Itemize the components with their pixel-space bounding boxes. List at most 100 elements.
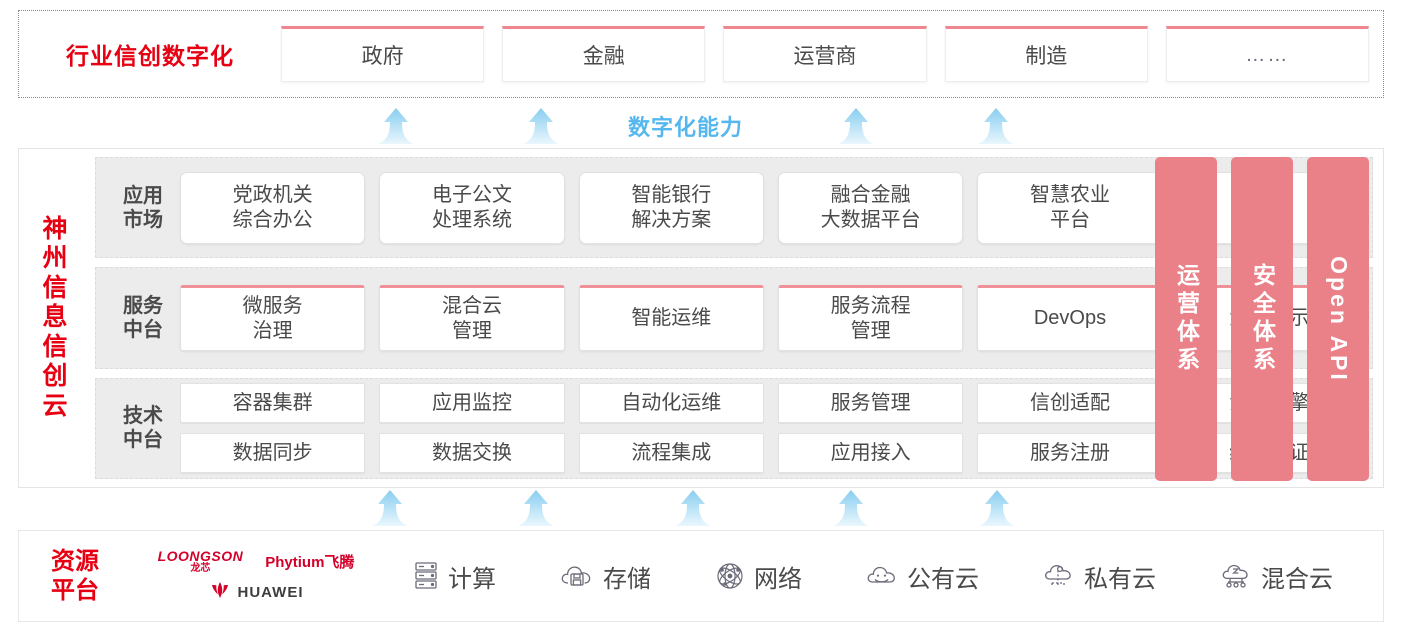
public-cloud-icon	[866, 562, 898, 590]
row-label-line1: 技术	[123, 405, 163, 428]
loongson-logo-text-en: LOONGSON	[157, 548, 244, 564]
cell-label: 微服务 治理	[242, 294, 303, 342]
cell-tech-service-registry[interactable]: 服务注册	[977, 433, 1163, 474]
cell-label: 党政机关 综合办公	[232, 183, 313, 231]
resource-item-label: 存储	[603, 565, 651, 593]
cell-app-edoc-system[interactable]: 电子公文 处理系统	[379, 171, 565, 244]
cell-svc-smart-ops[interactable]: 智能运维	[578, 284, 764, 351]
industry-box-operator[interactable]: 运营商	[723, 26, 927, 82]
resource-item-private-cloud[interactable]: 私有云	[1043, 559, 1156, 594]
pillar-label: 运营体系	[1173, 263, 1200, 375]
row-label-line2: 中台	[123, 318, 163, 341]
industry-box-government[interactable]: 政府	[281, 26, 485, 82]
cell-svc-hybrid-cloud-mgmt[interactable]: 混合云 管理	[379, 284, 565, 351]
resource-item-hybrid-cloud[interactable]: 混合云	[1220, 559, 1333, 594]
cell-svc-service-process-mgmt[interactable]: 服务流程 管理	[777, 284, 964, 351]
up-arrow-icon	[376, 106, 416, 146]
up-arrow-icon	[673, 488, 713, 528]
cell-label: 服务流程 管理	[830, 294, 911, 342]
resource-item-network[interactable]: 网络	[715, 559, 802, 594]
huawei-logo: HUAWEI	[209, 581, 304, 603]
cloud-platform-title: 神州信息信创云	[19, 149, 91, 487]
cell-svc-devops[interactable]: DevOps	[977, 284, 1163, 351]
cloud-title-char-6: 创	[42, 362, 68, 391]
cell-svc-microservice-governance[interactable]: 微服务 治理	[180, 284, 366, 351]
resource-item-storage[interactable]: 存储	[560, 559, 651, 594]
pillar-list: 运营体系 安全体系 Open API	[1155, 157, 1369, 481]
cell-tech-app-monitoring[interactable]: 应用监控	[379, 383, 565, 424]
loongson-logo: LOONGSON 龙芯	[158, 549, 244, 574]
cell-app-smart-bank[interactable]: 智能银行 解决方案	[578, 171, 764, 244]
up-arrow-icon	[976, 106, 1016, 146]
cell-label: 智慧农业 平台	[1029, 183, 1110, 231]
resource-item-public-cloud[interactable]: 公有云	[866, 559, 979, 594]
row-label-line2: 中台	[123, 429, 163, 452]
resource-item-list: 计算 存储	[381, 559, 1383, 594]
resource-item-compute[interactable]: 计算	[413, 559, 496, 594]
industry-band: 行业信创数字化 政府 金融 运营商 制造 ……	[18, 10, 1384, 98]
cloud-storage-icon	[560, 562, 594, 590]
row-label-app-market: 应用 市场	[106, 184, 180, 232]
resource-item-label: 公有云	[907, 565, 979, 593]
up-arrow-icon	[521, 106, 561, 146]
vendor-logo-list: LOONGSON 龙芯 Phytium飞腾	[131, 549, 381, 603]
cell-tech-process-integration[interactable]: 流程集成	[578, 433, 764, 474]
cell-tech-app-access[interactable]: 应用接入	[777, 433, 964, 474]
cloud-title-char-1: 神	[42, 214, 68, 243]
cell-tech-automated-ops[interactable]: 自动化运维	[578, 383, 764, 424]
cell-tech-service-mgmt[interactable]: 服务管理	[777, 383, 964, 424]
up-arrow-icon	[977, 488, 1017, 528]
up-arrow-icon	[831, 488, 871, 528]
resource-platform-band: 资源 平台 LOONGSON 龙芯 Phytium飞腾	[18, 530, 1384, 622]
vendor-logo-line-2: HUAWEI	[209, 581, 304, 603]
industry-band-title: 行业信创数字化	[66, 43, 234, 69]
cell-tech-container-cluster[interactable]: 容器集群	[180, 383, 366, 424]
row-label-line2: 市场	[123, 208, 163, 231]
capability-label: 数字化能力	[628, 115, 744, 140]
pillar-operations-system[interactable]: 运营体系	[1155, 157, 1217, 481]
cell-label: DevOps	[1033, 307, 1107, 330]
cloud-title-char-5: 信	[42, 332, 68, 361]
pillar-open-api[interactable]: Open API	[1307, 157, 1369, 481]
resource-platform-title: 资源 平台	[19, 547, 131, 606]
row-label-line1: 服务	[123, 294, 163, 317]
cloud-title-char-4: 息	[42, 303, 68, 332]
loongson-logo-text-cn: 龙芯	[190, 563, 211, 574]
huawei-flower-icon	[209, 581, 231, 603]
cell-tech-xinchuang-adaptation[interactable]: 信创适配	[977, 383, 1163, 424]
capability-arrow-strip: 数字化能力	[0, 104, 1402, 146]
resource-item-label: 私有云	[1084, 565, 1156, 593]
up-arrow-icon	[370, 488, 410, 528]
row-label-tech-platform: 技术 中台	[106, 404, 180, 452]
pillar-label: Open API	[1325, 255, 1352, 383]
network-icon	[715, 561, 745, 591]
industry-box-list: 政府 金融 运营商 制造 ……	[281, 26, 1383, 82]
cell-label: 智能运维	[631, 307, 712, 330]
cell-app-gov-office[interactable]: 党政机关 综合办公	[180, 171, 366, 244]
cell-tech-data-sync[interactable]: 数据同步	[180, 433, 366, 474]
cell-app-smart-agriculture[interactable]: 智慧农业 平台	[977, 171, 1163, 244]
row-label-line1: 应用	[123, 184, 163, 207]
cloud-title-char-2: 州	[42, 244, 68, 273]
resource-item-label: 计算	[448, 565, 496, 593]
up-arrow-icon	[836, 106, 876, 146]
hybrid-cloud-icon	[1220, 561, 1252, 591]
row-label-service-platform: 服务 中台	[106, 294, 180, 342]
industry-box-finance[interactable]: 金融	[502, 26, 706, 82]
resource-title-line1: 资源	[51, 547, 99, 575]
private-cloud-icon	[1043, 561, 1075, 591]
resource-arrow-strip	[0, 488, 1402, 528]
cell-app-finance-bigdata[interactable]: 融合金融 大数据平台	[777, 171, 964, 244]
cloud-title-char-7: 云	[42, 391, 68, 420]
resource-item-label: 网络	[754, 565, 802, 593]
pillar-label: 安全体系	[1249, 263, 1276, 375]
cell-tech-data-exchange[interactable]: 数据交换	[379, 433, 565, 474]
industry-box-more[interactable]: ……	[1165, 26, 1370, 82]
resource-item-label: 混合云	[1261, 565, 1333, 593]
cloud-platform-block: 神州信息信创云 应用 市场 党政机关 综合办公 电子公文 处理系统 智能银行 解…	[18, 148, 1384, 488]
cell-label: 混合云 管理	[441, 294, 502, 342]
cell-label: 融合金融 大数据平台	[820, 183, 921, 231]
pillar-security-system[interactable]: 安全体系	[1231, 157, 1293, 481]
industry-box-manufacturing[interactable]: 制造	[944, 26, 1148, 82]
